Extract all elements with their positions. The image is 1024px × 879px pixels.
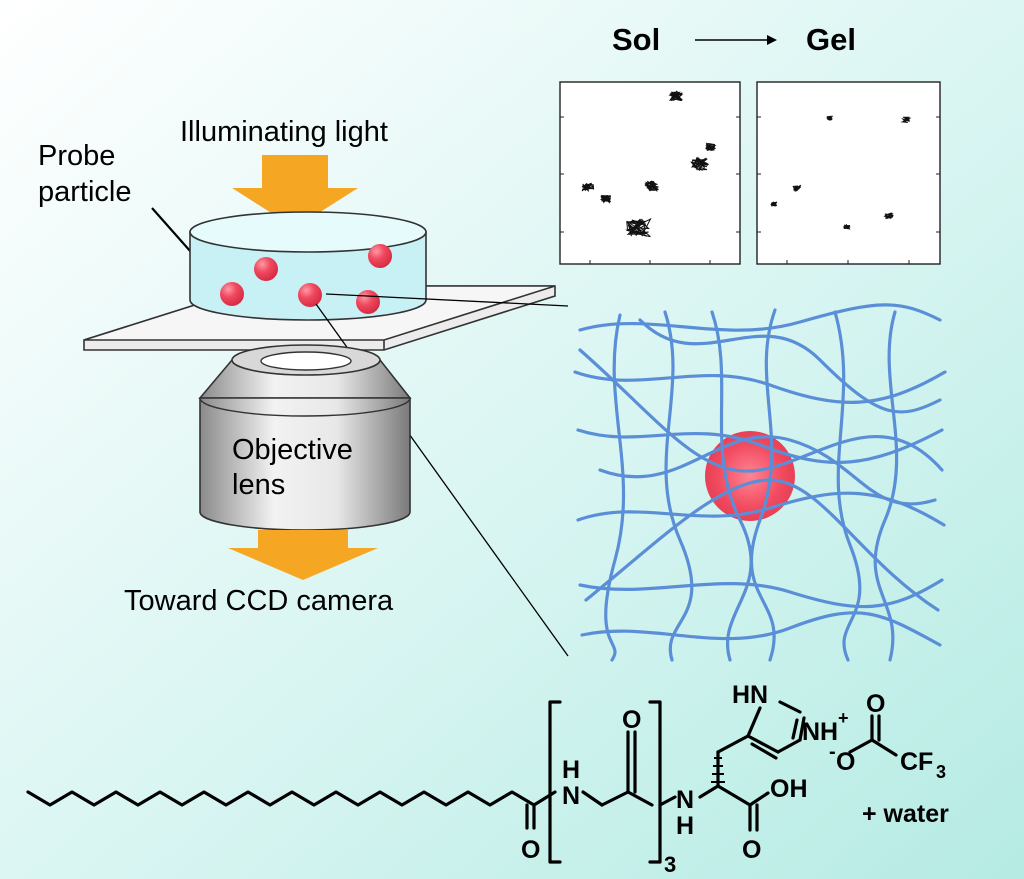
- repeat-bracket-left: [548, 700, 562, 864]
- zoomed-probe-particle: [705, 431, 795, 521]
- imidazole-hn-label: HN: [732, 681, 768, 709]
- tfa-sub-label: 3: [936, 762, 946, 782]
- probe-particle: [254, 257, 278, 281]
- particle-trajectory: [668, 90, 683, 102]
- acid-o-label: O: [742, 836, 761, 864]
- ccd-camera-label: Toward CCD camera: [124, 585, 394, 617]
- particle-trajectory: [792, 184, 802, 192]
- ccd-arrow: [228, 530, 378, 580]
- molecule-structure: [26, 700, 898, 864]
- probe-particle-label-line1: Probe: [38, 140, 115, 172]
- gel-fiber: [833, 310, 862, 662]
- gel-fiber: [584, 478, 940, 612]
- particle-trajectory: [900, 116, 912, 124]
- probe-particle: [298, 283, 322, 307]
- stereo-hash: [711, 757, 725, 783]
- tfa-cf-label: CF: [900, 748, 933, 776]
- tfa-minus-label: -: [829, 741, 836, 763]
- imidazole-plus-label: +: [838, 708, 849, 728]
- probe-particle-label-line2: particle: [38, 176, 132, 208]
- gel-fiber: [578, 303, 942, 332]
- particle-trajectory: [826, 115, 833, 121]
- probe-particles: [220, 244, 392, 314]
- amide-h-label: H: [562, 756, 580, 784]
- particle-trajectory: [599, 194, 612, 204]
- second-n-label: N: [676, 786, 694, 814]
- zoomed-network: [573, 303, 947, 662]
- gel-fiber: [749, 308, 777, 662]
- probe-particle: [220, 282, 244, 306]
- objective-lens: [198, 344, 412, 531]
- gel-fiber: [578, 578, 944, 609]
- particle-trajectory: [690, 156, 709, 172]
- zoom-line-top: [325, 293, 569, 307]
- water-label: + water: [862, 800, 949, 828]
- particle-trajectory: [625, 217, 652, 238]
- gel-fiber: [576, 428, 944, 464]
- gel-trajectory-panel: [756, 81, 941, 265]
- sol-gel-header: Sol Gel: [612, 22, 856, 57]
- probe-particle: [368, 244, 392, 268]
- particle-trajectory: [770, 201, 778, 207]
- gel-fiber: [598, 435, 937, 506]
- sol-label: Sol: [612, 22, 660, 57]
- gel-label: Gel: [806, 22, 856, 57]
- gel-fiber: [578, 348, 944, 473]
- particle-trajectory: [581, 182, 595, 192]
- gel-fiber: [573, 370, 947, 404]
- gel-fiber: [663, 310, 694, 662]
- tfa-o-label: O: [866, 690, 885, 718]
- particle-trajectory: [883, 212, 894, 220]
- sol-trajectory-panel: [559, 81, 741, 265]
- particle-trajectory: [704, 142, 717, 152]
- gel-fibers: [573, 303, 947, 662]
- repeat-bracket-right: [648, 700, 662, 864]
- objective-lens-label-line1: Objective: [232, 434, 353, 466]
- particle-trajectory: [644, 180, 659, 192]
- acid-oh-label: OH: [770, 775, 808, 803]
- alkyl-chain: [26, 790, 536, 807]
- second-h-label: H: [676, 812, 694, 840]
- imidazole-nh-label: NH: [802, 718, 838, 746]
- illuminating-light-label: Illuminating light: [180, 116, 388, 148]
- tfa-o2-label: O: [836, 748, 855, 776]
- molecule-labels: H N O O 3 N H OH O HN NH + O - O CF 3 + …: [521, 681, 949, 877]
- gel-fiber: [710, 310, 753, 662]
- amide-n-label: N: [562, 782, 580, 810]
- repeat-subscript: 3: [664, 852, 676, 877]
- probe-particle: [356, 290, 380, 314]
- illuminating-light-arrow: [232, 155, 358, 228]
- carbonyl-o-label-2: O: [622, 706, 641, 734]
- gel-fiber: [638, 318, 942, 414]
- gel-fiber: [873, 310, 899, 662]
- particle-trajectory: [842, 223, 851, 230]
- objective-lens-label-line2: lens: [232, 469, 285, 501]
- carbonyl-o-label-1: O: [521, 836, 540, 864]
